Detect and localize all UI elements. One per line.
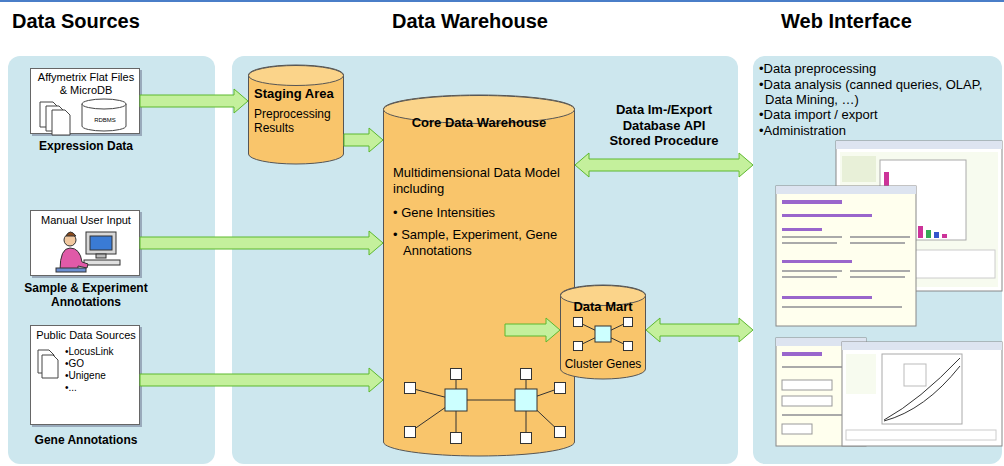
files-icon xyxy=(38,350,58,378)
cylinder-body xyxy=(249,65,344,164)
node-text: •Data analysis (canned queries, OLAP, Da… xyxy=(759,77,997,107)
screenshot xyxy=(776,338,866,446)
node-text: Sample & Experiment Annotations xyxy=(1,281,171,310)
top-rule xyxy=(0,0,1004,2)
node-text: Multidimensional Data Model including xyxy=(393,165,565,196)
node-text: • Gene Intensities xyxy=(393,205,565,221)
node-text: • Sample, Experiment, Gene Annotations xyxy=(393,227,565,258)
block-arrow xyxy=(140,231,383,255)
block-arrow xyxy=(575,153,753,177)
panel: Web Interface•Data preprocessing•Data an… xyxy=(753,56,1002,464)
panel-heading: Data Warehouse xyxy=(392,9,548,33)
node-text: •Unigene xyxy=(65,370,106,382)
node-text: Public Data Sources xyxy=(33,329,139,342)
cylinder-top xyxy=(249,66,344,86)
node-text: Gene Annotations xyxy=(11,433,161,447)
panel-heading: Web Interface xyxy=(781,9,912,33)
panel: Data SourcesAffymetrix Flat Files & Micr… xyxy=(8,56,215,464)
node-text: •Data preprocessing xyxy=(759,61,997,76)
node-text: •Administration xyxy=(759,123,997,138)
storage-cylinder: Core Data WarehouseMultidimensional Data… xyxy=(383,95,575,457)
star-schema xyxy=(574,318,633,351)
block-arrow xyxy=(140,89,248,113)
database-icon xyxy=(82,99,126,131)
node-text: Manual User Input xyxy=(33,214,139,227)
cylinder-outline xyxy=(383,95,575,457)
screenshot xyxy=(836,141,1002,291)
files-icon xyxy=(40,102,70,135)
panel-heading: Data Sources xyxy=(12,9,140,33)
screenshot xyxy=(776,186,916,326)
node-text: RDBMS xyxy=(90,117,120,124)
edge-label: Data Im-/Export Database API Stored Proc… xyxy=(602,102,727,149)
source-box: Public Data Sources •LocusLink•GO•Unigene… xyxy=(30,325,140,425)
node-text: •GO xyxy=(65,358,84,370)
node-text: •... xyxy=(65,382,77,394)
node-text: Expression Data xyxy=(11,139,161,153)
node-text: Preprocessing Results xyxy=(254,107,338,136)
source-box: Manual User InputSample & Experiment Ann… xyxy=(30,210,140,276)
screenshot xyxy=(842,342,1002,446)
star-schema xyxy=(405,369,566,444)
block-arrow xyxy=(646,318,753,342)
block-arrow xyxy=(505,318,560,342)
node-text: Data Mart xyxy=(562,299,644,315)
cylinder-body xyxy=(561,285,646,379)
block-arrow xyxy=(140,368,383,392)
cylinder-body xyxy=(384,95,575,456)
storage-cylinder: Data MartCluster Genes xyxy=(560,285,646,380)
node-text: Core Data Warehouse xyxy=(387,115,571,131)
node-text: Affymetrix Flat Files & MicroDB xyxy=(33,71,139,97)
user-icon xyxy=(56,232,120,272)
storage-cylinder: Staging AreaPreprocessing Results xyxy=(248,65,344,165)
source-box: Affymetrix Flat Files & MicroDBRDBMSExpr… xyxy=(30,68,140,134)
node-text: •LocusLink xyxy=(65,346,114,358)
node-text: Staging Area xyxy=(254,86,334,102)
node-text: •Data import / export xyxy=(759,107,997,122)
node-text: Cluster Genes xyxy=(562,357,644,371)
block-arrow xyxy=(344,128,383,152)
